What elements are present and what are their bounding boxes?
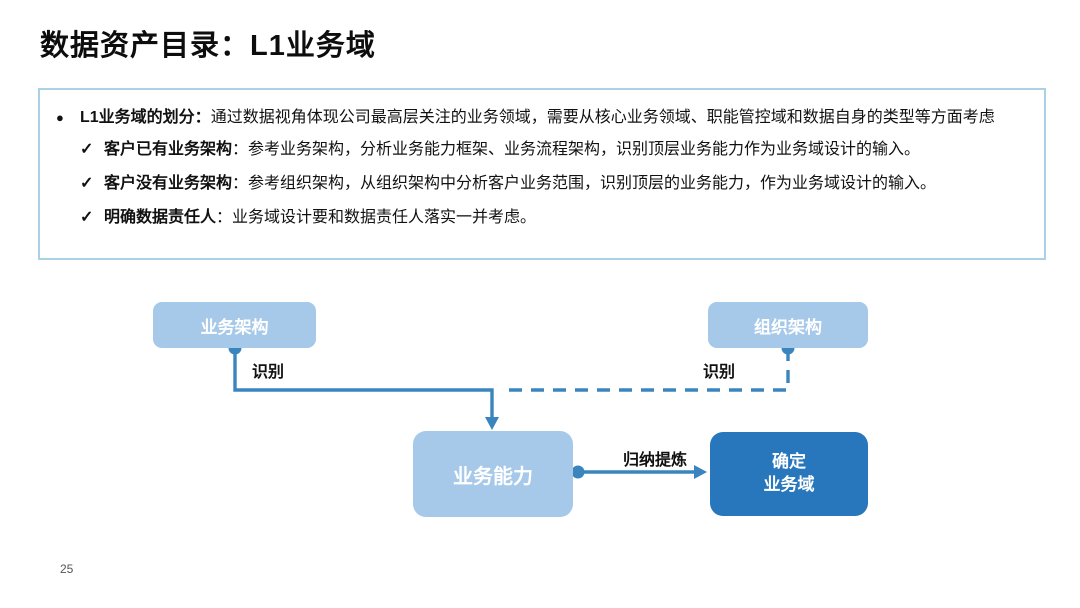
bullet-item-main: ● L1业务域的划分：通过数据视角体现公司最高层关注的业务领域，需要从核心业务领… [56, 102, 1028, 133]
node-label-line2: 业务域 [763, 475, 815, 494]
connector-solid-identify-left [233, 348, 494, 420]
check-icon: ✓ [80, 141, 94, 158]
node-label-line1: 确定 [772, 452, 806, 472]
check-icon: ✓ [80, 175, 94, 192]
edge-label-identify-left: 识别 [252, 364, 285, 381]
check-icon: ✓ [80, 209, 94, 226]
connector-dashed-identify-right [502, 348, 790, 392]
page-number: 25 [60, 562, 74, 576]
diagram-node-business-capability: 业务能力 [413, 431, 573, 517]
arrowhead-down-icon [485, 417, 499, 430]
check-text-bold: 客户已有业务架构 [104, 141, 233, 158]
check-text: 明确数据责任人：业务域设计要和数据责任人落实一并考虑。 [104, 201, 536, 235]
arrowhead-right-icon [694, 465, 707, 479]
bullet-text: L1业务域的划分：通过数据视角体现公司最高层关注的业务领域，需要从核心业务领域、… [80, 102, 1028, 133]
check-text: 客户已有业务架构：参考业务架构，分析业务能力框架、业务流程架构，识别顶层业务能力… [104, 133, 920, 167]
check-item-existing-architecture: ✓ 客户已有业务架构：参考业务架构，分析业务能力框架、业务流程架构，识别顶层业务… [80, 133, 1028, 167]
check-item-data-owner: ✓ 明确数据责任人：业务域设计要和数据责任人落实一并考虑。 [80, 201, 1028, 235]
diagram-node-determine-business-domain: 确定 业务域 [710, 432, 868, 516]
check-text-bold: 明确数据责任人 [104, 209, 217, 226]
edge-label-refine: 归纳提炼 [623, 452, 688, 469]
diagram-node-org-architecture: 组织架构 [708, 302, 868, 348]
bullet-icon: ● [56, 110, 64, 125]
diagram-node-business-architecture: 业务架构 [153, 302, 316, 348]
bullet-text-rest: 通过数据视角体现公司最高层关注的业务领域，需要从核心业务领域、职能管控域和数据自… [210, 109, 995, 126]
check-text-rest: ：参考业务架构，分析业务能力框架、业务流程架构，识别顶层业务能力作为业务域设计的… [232, 141, 921, 158]
page-title: 数据资产目录：L1业务域 [40, 30, 376, 62]
check-text-bold: 客户没有业务架构 [104, 175, 233, 192]
check-text-rest: ：业务域设计要和数据责任人落实一并考虑。 [216, 209, 537, 226]
check-item-no-architecture: ✓ 客户没有业务架构：参考组织架构，从组织架构中分析客户业务范围，识别顶层的业务… [80, 167, 1028, 201]
check-text-rest: ：参考组织架构，从组织架构中分析客户业务范围，识别顶层的业务能力，作为业务域设计… [232, 175, 937, 192]
key-points-box: ● L1业务域的划分：通过数据视角体现公司最高层关注的业务领域，需要从核心业务领… [38, 88, 1046, 260]
check-text: 客户没有业务架构：参考组织架构，从组织架构中分析客户业务范围，识别顶层的业务能力… [104, 167, 936, 201]
bullet-text-bold: L1业务域的划分： [80, 109, 211, 126]
edge-label-identify-right: 识别 [703, 364, 736, 381]
